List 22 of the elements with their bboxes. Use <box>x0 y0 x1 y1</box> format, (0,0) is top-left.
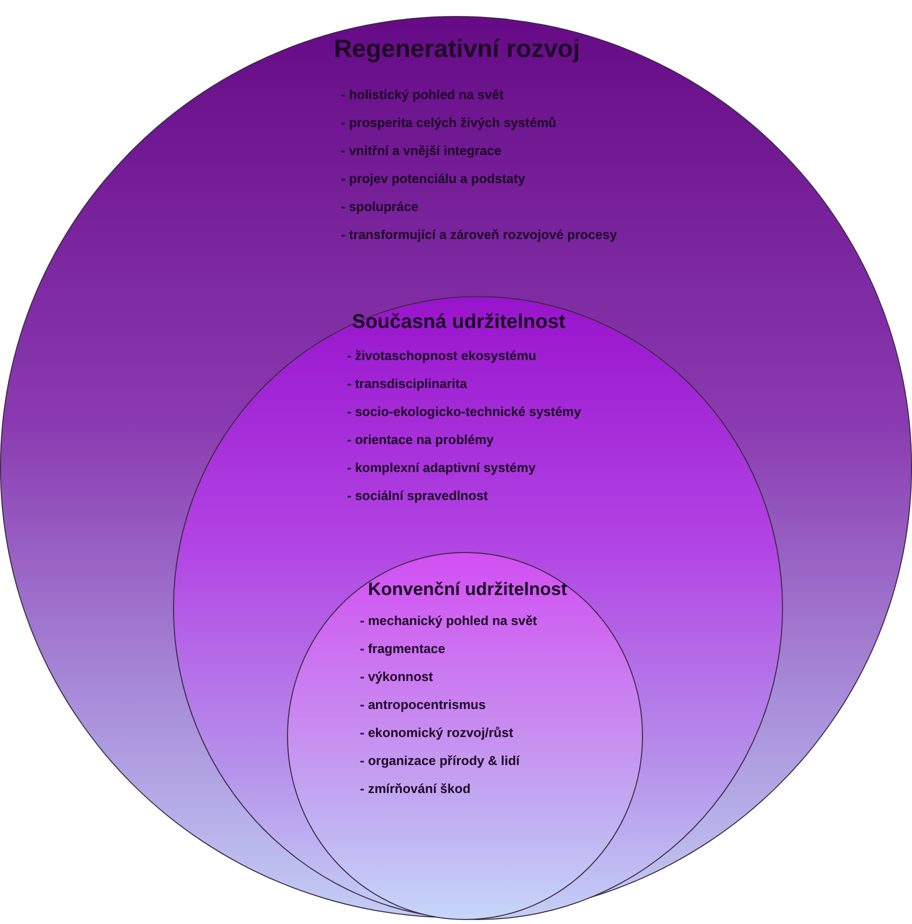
list-item: - antropocentrismus <box>360 697 486 712</box>
list-item: - orientace na problémy <box>347 432 494 447</box>
list-item: - organizace přírody & lidí <box>360 753 520 768</box>
list-item: - fragmentace <box>360 641 446 656</box>
list-item: - zmírňování škod <box>360 781 471 796</box>
list-item: - životaschopnost ekosystému <box>347 348 536 363</box>
list-item: - projev potenciálu a podstaty <box>341 171 526 186</box>
heading: Konvenční udržitelnost <box>368 579 568 600</box>
list-item: - transdisciplinarita <box>347 376 467 391</box>
list-item: - mechanický pohled na svět <box>360 613 538 628</box>
list-item: - vnitřní a vnější integrace <box>341 143 502 158</box>
list-item: - socio-ekologicko-technické systémy <box>347 404 582 419</box>
list-item: - výkonnost <box>360 669 433 684</box>
heading: Současná udržitelnost <box>352 311 566 334</box>
list-item: - holistický pohled na svět <box>341 87 504 102</box>
list-item: - komplexní adaptivní systémy <box>347 460 536 475</box>
heading: Regenerativní rozvoj <box>334 35 580 64</box>
list-item: - transformující a zároveň rozvojové procesy <box>341 227 617 242</box>
list-item: - prosperita celých živých systémů <box>341 115 556 130</box>
list-item: - ekonomický rozvoj/růst <box>360 725 514 740</box>
list-item: - sociální spravedlnost <box>347 488 488 503</box>
list-item: - spolupráce <box>341 199 418 214</box>
